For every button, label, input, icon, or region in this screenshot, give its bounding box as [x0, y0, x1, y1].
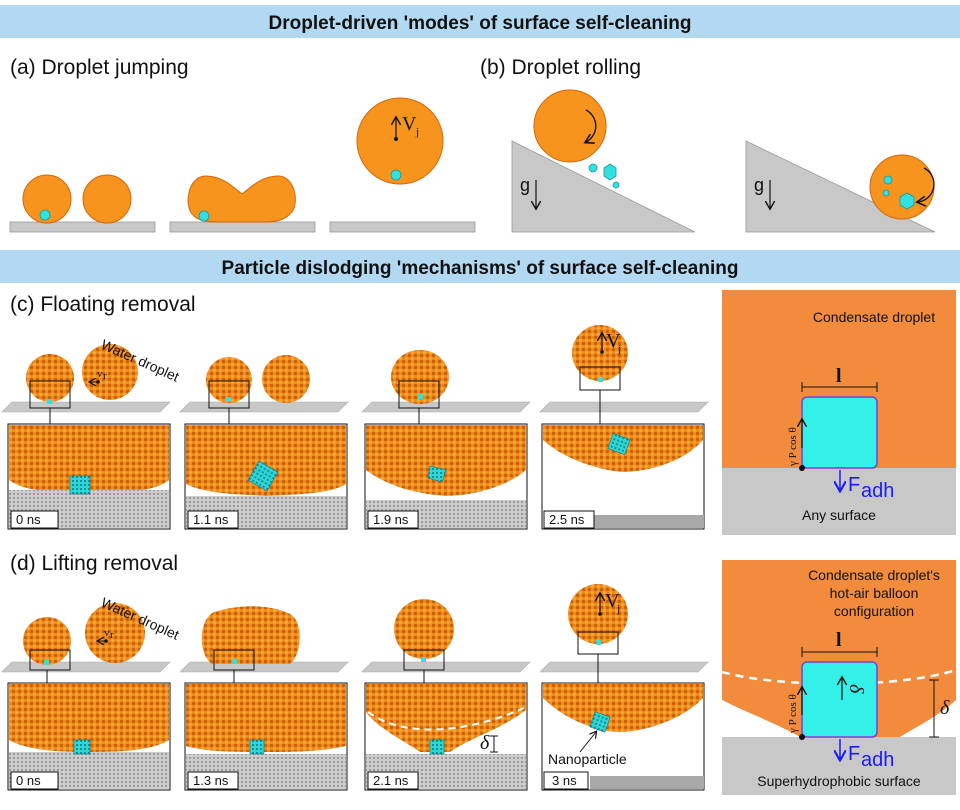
superhydrophobic-label: Superhydrophobic surface	[757, 773, 921, 789]
length-label-d: l	[836, 629, 842, 651]
balloon-line-2: hot-air balloon	[830, 585, 919, 601]
vr-sub-c: r	[103, 370, 107, 382]
panel-b-title: (b) Droplet rolling	[480, 56, 641, 79]
vr-sub-d: r	[110, 629, 114, 641]
panel-c-stage-2	[179, 355, 349, 424]
vj-label-a: V	[402, 113, 417, 135]
vr-label-c: v	[97, 368, 103, 380]
panel-d-stage-3	[361, 599, 531, 683]
nanoparticle-label: Nanoparticle	[548, 751, 627, 767]
banner-top	[0, 5, 960, 38]
panel-d-zoom-3: δ 2.1 ns	[364, 682, 528, 791]
panel-c-stage-4: V j	[539, 325, 709, 424]
panel-d-stage-2	[179, 606, 349, 683]
gravity-label-b1: g	[520, 175, 530, 195]
balloon-line-3: configuration	[834, 603, 914, 619]
condensate-droplet-label: Condensate droplet	[813, 309, 935, 325]
panel-a-stage-2	[169, 175, 316, 233]
kdelta-label: δ	[845, 684, 867, 694]
time-d-1: 0 ns	[16, 773, 41, 788]
panel-d-schematic: Condensate droplet's hot-air balloon con…	[721, 560, 957, 795]
vj-label-c: V	[606, 330, 621, 352]
banner-middle-title: Particle dislodging 'mechanisms' of surf…	[222, 258, 739, 279]
any-surface-label: Any surface	[802, 507, 876, 523]
panel-a-title: (a) Droplet jumping	[10, 56, 189, 79]
fadh-sub-c: adh	[861, 480, 894, 502]
time-d-3: 2.1 ns	[373, 773, 409, 788]
gravity-label-b2: g	[754, 175, 764, 195]
panel-d-stage-1: v r Water droplet	[1, 594, 182, 683]
vr-label-d: v	[104, 627, 110, 639]
time-c-1: 0 ns	[16, 512, 41, 527]
panel-c-title: (c) Floating removal	[10, 293, 196, 316]
panel-c-zoom-4: 2.5 ns	[541, 423, 705, 530]
force-label-c: γ P cos θ	[787, 427, 799, 467]
panel-a-stage-1	[9, 174, 156, 233]
time-d-4: 3 ns	[552, 773, 577, 788]
time-d-2: 1.3 ns	[193, 773, 229, 788]
delta-label-d-zoom: δ	[480, 732, 490, 754]
panel-d-stage-4: V j	[539, 584, 709, 683]
panel-c-stage-3	[361, 350, 531, 424]
fadh-sub-d: adh	[861, 749, 894, 771]
fadh-label-d: F	[848, 743, 860, 765]
panel-c-zoom-3: 1.9 ns	[364, 423, 528, 530]
banner-top-title: Droplet-driven 'modes' of surface self-c…	[269, 13, 692, 34]
fadh-label-c: F	[848, 474, 860, 496]
panel-d-zoom-4: Nanoparticle 3 ns	[541, 682, 705, 791]
banner-middle	[0, 250, 960, 283]
vj-sub-c: j	[617, 343, 621, 355]
panel-c-stage-1: v r Water droplet	[1, 336, 182, 424]
time-c-3: 1.9 ns	[373, 512, 409, 527]
balloon-line-1: Condensate droplet's	[808, 567, 940, 583]
vj-sub-a: j	[415, 126, 419, 138]
length-label-c: l	[836, 365, 842, 387]
delta-label-d: δ	[940, 697, 950, 719]
time-c-4: 2.5 ns	[549, 512, 585, 527]
panel-b-stage-1: g	[511, 89, 696, 233]
panel-b-stage-2: g	[745, 140, 936, 233]
vj-label-d: V	[605, 590, 620, 612]
force-label-d: γ P cos θ	[787, 694, 799, 734]
panel-c-zoom-2: 1.1 ns	[184, 423, 348, 530]
panel-d-title: (d) Lifting removal	[10, 552, 178, 575]
vj-sub-d: j	[616, 603, 620, 615]
panel-c-schematic: Condensate droplet l γ P cos θ F adh Any…	[722, 290, 956, 535]
panel-d-zoom-2: 1.3 ns	[184, 682, 348, 791]
panel-a-stage-3: V j	[329, 97, 476, 233]
time-c-2: 1.1 ns	[193, 512, 229, 527]
panel-c-zoom-1: 0 ns	[7, 423, 171, 530]
panel-d-zoom-1: 0 ns	[7, 682, 171, 791]
